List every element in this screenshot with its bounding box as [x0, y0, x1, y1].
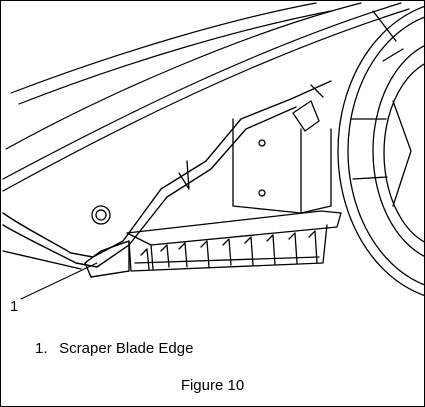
bolt-icon	[91, 205, 111, 225]
deck-surface-lines	[2, 2, 410, 192]
technical-illustration	[2, 2, 424, 300]
callout-number: 1	[10, 298, 19, 315]
callout-leader-line	[20, 262, 98, 300]
legend-item-number: 1.	[35, 340, 48, 357]
wheel	[337, 5, 424, 297]
scraper-blade	[126, 210, 342, 272]
mounting-bracket	[178, 84, 332, 214]
legend-item: 1. Scraper Blade Edge	[35, 340, 193, 357]
side-panel	[2, 80, 332, 270]
figure-caption: Figure 10	[180, 377, 245, 394]
legend-item-label: Scraper Blade Edge	[59, 340, 194, 357]
scraper-blade-edge	[84, 240, 130, 278]
